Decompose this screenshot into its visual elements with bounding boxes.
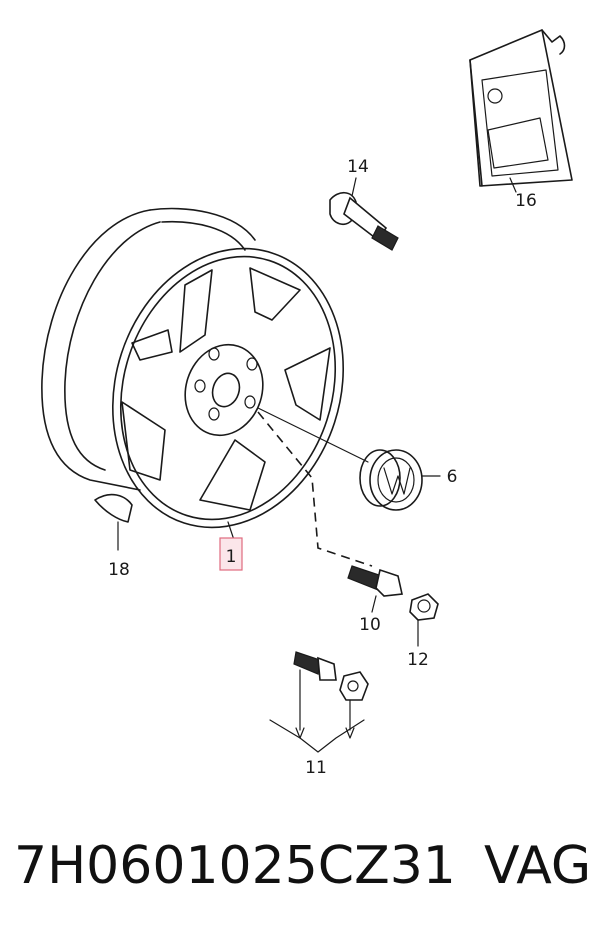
highlight-callout-1: [219, 537, 243, 571]
bolt-axis-line: [257, 411, 373, 567]
callout-1[interactable]: 1: [226, 547, 237, 567]
callout-14[interactable]: 14: [347, 157, 369, 177]
leader-line-6: [257, 407, 369, 463]
wheel-rim-icon[interactable]: [41, 207, 379, 558]
valve-stem-icon[interactable]: [329, 177, 399, 251]
callout-11[interactable]: 11: [305, 758, 327, 778]
bolt-set-icon[interactable]: [269, 651, 369, 753]
wheel-bolt-icon[interactable]: [347, 565, 403, 613]
leader-line-1: [227, 521, 235, 541]
wheel-nut-icon[interactable]: [409, 593, 439, 647]
center-cap-icon[interactable]: [359, 449, 441, 511]
footer: 7H0601025CZ31 VAG: [14, 836, 594, 896]
balance-weight-icon[interactable]: [94, 493, 133, 551]
callout-6[interactable]: 6: [447, 467, 458, 487]
accessory-package-icon[interactable]: [469, 29, 573, 193]
callout-16[interactable]: 16: [515, 191, 537, 211]
callout-18[interactable]: 18: [108, 560, 130, 580]
parts-diagram: 1 6 10 11 12 14 16 18: [41, 29, 573, 778]
callout-12[interactable]: 12: [407, 650, 429, 670]
brand-name: VAG: [484, 836, 592, 896]
part-number: 7H0601025CZ31: [14, 836, 456, 896]
callout-10[interactable]: 10: [359, 615, 381, 635]
